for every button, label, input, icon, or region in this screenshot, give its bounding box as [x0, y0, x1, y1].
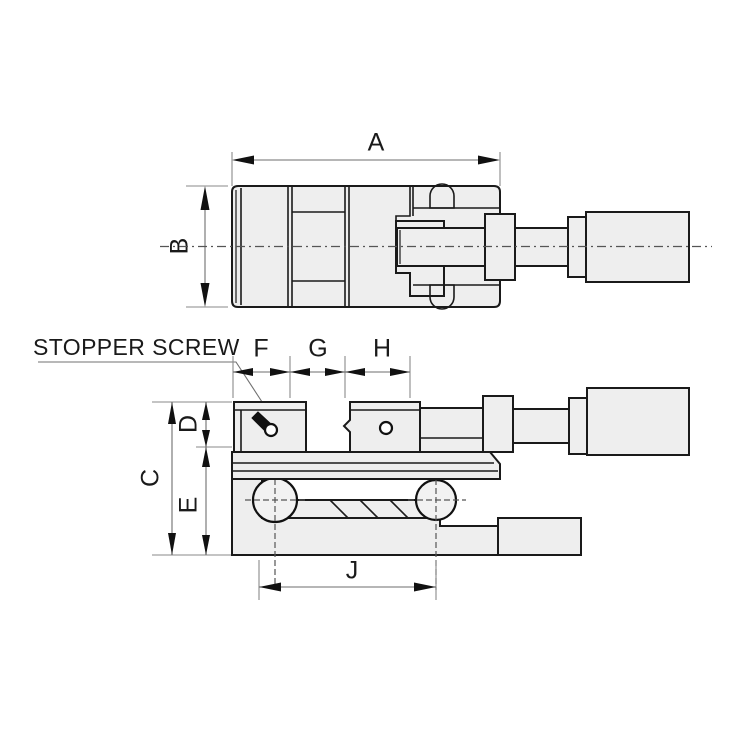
- dimension-E-arrow-bottom: [202, 535, 210, 555]
- dimension-D: D: [175, 401, 232, 448]
- dimension-H: H: [345, 335, 411, 398]
- side-view-screw-collar: [482, 395, 514, 453]
- dimension-E-arrow-top: [202, 447, 210, 467]
- dimension-J-label: J: [346, 557, 359, 585]
- dimension-E: E: [175, 447, 232, 556]
- dimension-H-label: H: [373, 335, 391, 363]
- side-view-handle-knob: [586, 387, 690, 456]
- dimension-G-arrow-right: [325, 368, 345, 376]
- dimension-F-arrow-left: [233, 368, 253, 376]
- movable-jaw-screw-hole: [378, 420, 394, 436]
- stopper-screw-hole: [263, 422, 279, 438]
- side-view-handle-shaft: [512, 408, 577, 444]
- dimension-C-label: C: [137, 469, 165, 487]
- side-view-carriage: [231, 451, 501, 480]
- stopper-screw-leader: [38, 361, 267, 409]
- dimension-C-arrow-bottom: [168, 533, 176, 555]
- side-view-group: STOPPER SCREW F G: [33, 334, 690, 600]
- dimension-F: F: [232, 335, 291, 398]
- stopper-screw-label: STOPPER SCREW: [33, 334, 240, 360]
- stopper-screw-annotation: STOPPER SCREW: [33, 334, 267, 409]
- dimension-C-arrow-top: [168, 402, 176, 424]
- top-view-group: A B: [160, 129, 712, 310]
- dimension-D-label: D: [175, 415, 203, 433]
- dimension-B-arrow-bottom: [200, 283, 210, 307]
- dimension-G-arrow-left: [290, 368, 310, 376]
- top-view-dowel-arc-bottom: [429, 284, 455, 310]
- dimension-F-arrow-right: [270, 368, 290, 376]
- dimension-D-arrow-bottom: [202, 430, 210, 447]
- dimension-A: A: [231, 129, 501, 186]
- dimension-E-label: E: [175, 497, 203, 514]
- side-view-bottom-tail: [497, 517, 582, 556]
- dimension-G-label: G: [308, 335, 327, 363]
- dimension-B-arrow-top: [200, 186, 210, 210]
- dimension-J-arrow-left: [259, 582, 281, 592]
- dimension-J: J: [258, 557, 437, 600]
- dimension-D-arrow-top: [202, 402, 210, 420]
- dimension-G: G: [290, 335, 346, 398]
- side-view-slot-hatching: [329, 499, 409, 519]
- dimension-H-arrow-left: [345, 368, 365, 376]
- top-view-dowel-arc-top: [429, 183, 455, 209]
- dimension-A-label: A: [368, 129, 385, 157]
- dimension-H-arrow-right: [390, 368, 410, 376]
- dimension-A-arrow-left: [232, 155, 254, 165]
- dimension-J-arrow-right: [414, 582, 436, 592]
- side-view-jaw-extension: [419, 407, 493, 453]
- dimension-F-label: F: [253, 335, 268, 363]
- dimension-A-arrow-right: [478, 155, 500, 165]
